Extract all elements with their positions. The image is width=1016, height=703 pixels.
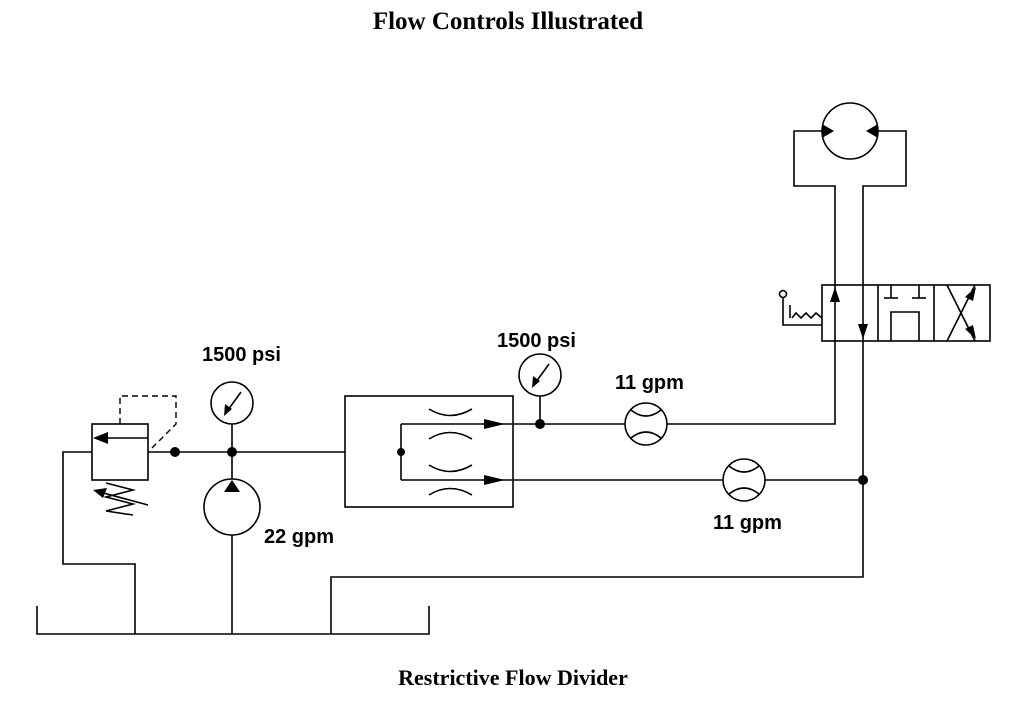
diagram-title: Flow Controls Illustrated (372, 8, 644, 35)
pressure-gauge-left[interactable] (210, 381, 254, 452)
pressure-gauge-right[interactable] (518, 353, 562, 424)
diagram-caption: Restrictive Flow Divider (398, 665, 628, 690)
hydraulic-motor[interactable] (821, 102, 879, 160)
flowmeter-bottom-label: 11 gpm (713, 512, 782, 534)
flow-divider[interactable] (344, 395, 514, 508)
flowmeter-top-label: 11 gpm (615, 372, 684, 394)
motor-line-a (793, 130, 836, 285)
line-to-valve-p (667, 341, 836, 425)
pump-flow-label: 22 gpm (264, 526, 334, 548)
spring-icon (93, 482, 149, 516)
orifice-icon (428, 408, 473, 496)
junction-dot (170, 447, 180, 457)
return-line (330, 341, 864, 634)
gauge-right-label: 1500 psi (497, 330, 576, 352)
pump[interactable] (203, 452, 261, 634)
gauge-left-label: 1500 psi (202, 344, 281, 366)
reservoir-tank (36, 606, 430, 635)
flowmeter-bottom[interactable] (722, 458, 766, 502)
flowmeter-top[interactable] (624, 402, 668, 446)
relief-valve[interactable] (62, 395, 177, 634)
motor-line-b (862, 130, 907, 285)
directional-valve[interactable] (778, 284, 991, 342)
lever-spring-icon (778, 289, 823, 326)
